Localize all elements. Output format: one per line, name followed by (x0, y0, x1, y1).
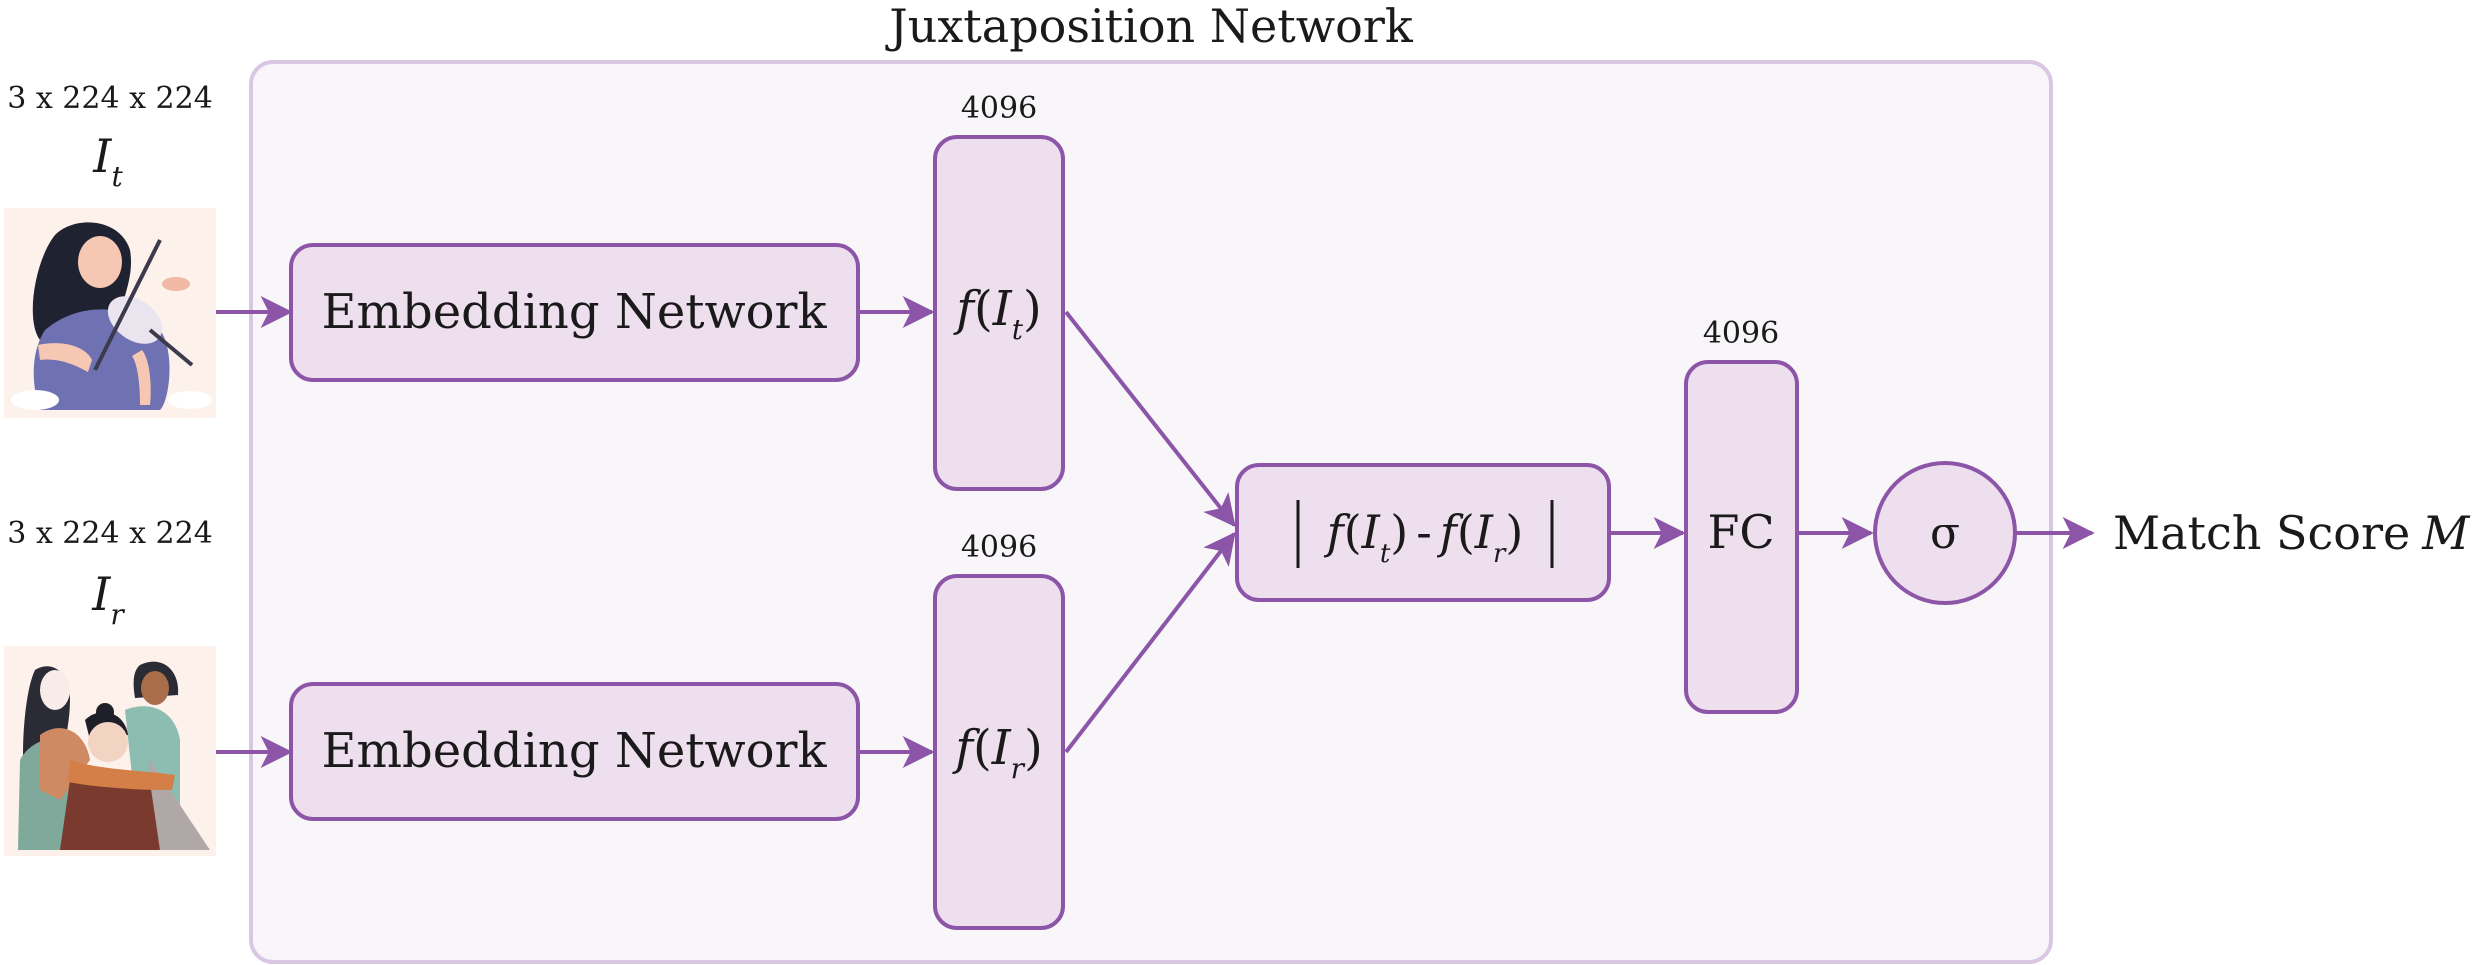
feature-top-dim: 4096 (961, 91, 1037, 126)
bottom-input-symbol: Ir (91, 567, 125, 631)
arrow-feature-top-to-difference (1064, 310, 1236, 528)
feature-vector-top (933, 135, 1065, 491)
feature-bottom-dim: 4096 (961, 530, 1037, 565)
bottom-input-dims: 3 x 224 x 224 (7, 516, 213, 551)
top-input-symbol: It (92, 129, 123, 193)
arrow-feature-bottom-to-difference (1064, 531, 1236, 754)
sigmoid-label: σ (1930, 508, 1960, 559)
difference-label: f(It)-f(Ir) (1324, 505, 1524, 569)
feature-top-label: f(It) (953, 281, 1041, 346)
embedding-network-bottom-label: Embedding Network (321, 723, 827, 779)
fc-label: FC (1707, 505, 1774, 559)
top-input-dims: 3 x 224 x 224 (7, 81, 213, 116)
embedding-network-top-label: Embedding Network (321, 284, 827, 340)
top-input-image (4, 208, 216, 418)
network-title: Juxtaposition Network (885, 0, 1414, 53)
bottom-input-image (4, 646, 216, 856)
fc-dim: 4096 (1703, 316, 1779, 351)
fc-layer (1684, 360, 1799, 714)
feature-bottom-label: f(Ir) (952, 720, 1043, 785)
feature-vector-bottom (933, 574, 1065, 930)
